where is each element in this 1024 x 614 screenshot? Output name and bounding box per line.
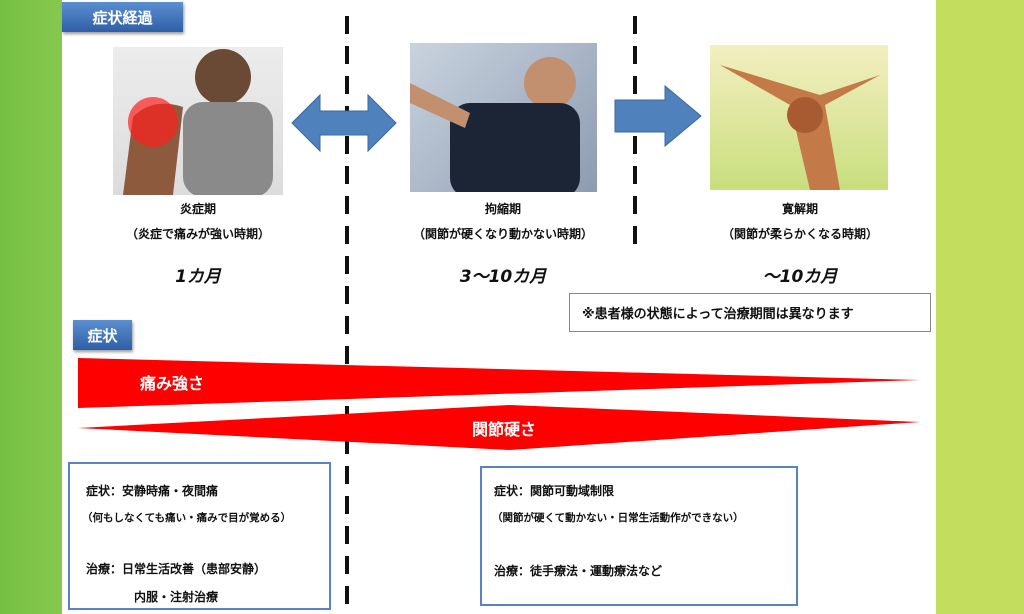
inflammation-photo [113, 47, 283, 195]
stage-desc: （関節が硬くなり動かない時期） [412, 227, 593, 241]
treatment-text: 治療：日常生活改善（患部安静） [86, 562, 267, 576]
stage-desc: （関節が柔らかくなる時期） [721, 227, 878, 241]
pain-label: 痛み強さ [140, 374, 205, 393]
symptom-text: 症状：安静時痛・夜間痛 [86, 484, 219, 498]
treatment-text: 治療：徒手療法・運動療法など [494, 564, 663, 578]
symptom-tab: 症状 [73, 320, 132, 350]
treatment-text-2: 内服・注射治療 [134, 590, 219, 604]
symptom-detail: （何もしなくても痛い・痛みで目が覚める） [82, 512, 292, 524]
frozen-info-box: 症状：関節可動域制限 （関節が硬くて動かない・日常生活動作ができない） 治療：徒… [480, 466, 798, 606]
stage-duration: 1カ月 [175, 267, 221, 287]
inflammation-info-box: 症状：安静時痛・夜間痛 （何もしなくても痛い・痛みで目が覚める） 治療：日常生活… [68, 462, 331, 610]
left-green-strip [0, 0, 62, 614]
stage-name: 拘縮期 [484, 202, 521, 216]
stage-desc: （炎症で痛みが強い時期） [125, 227, 270, 241]
severity-wedges [78, 358, 920, 450]
stage-duration: 3～10カ月 [459, 267, 547, 287]
divider-dashed-2 [633, 16, 637, 256]
note-box: ※患者様の状態によって治療期間は異なります [569, 293, 931, 332]
stage-duration: ～10カ月 [762, 267, 838, 287]
stiffness-label: 関節硬さ [472, 420, 537, 439]
right-arrow-icon [614, 84, 702, 148]
stage-name: 寛解期 [781, 202, 818, 216]
right-green-strip [936, 0, 1024, 614]
frozen-photo [410, 43, 597, 192]
progress-header-tab: 症状経過 [62, 2, 183, 32]
stiffness-wedge [78, 405, 920, 450]
double-arrow-icon [291, 93, 397, 153]
pain-wedge [78, 358, 920, 408]
symptom-detail: （関節が硬くて動かない・日常生活動作ができない） [492, 512, 744, 524]
recovery-photo [710, 45, 888, 190]
stage-name: 炎症期 [179, 202, 216, 216]
symptom-text: 症状：関節可動域制限 [494, 484, 615, 498]
divider-dashed-1 [345, 16, 349, 614]
